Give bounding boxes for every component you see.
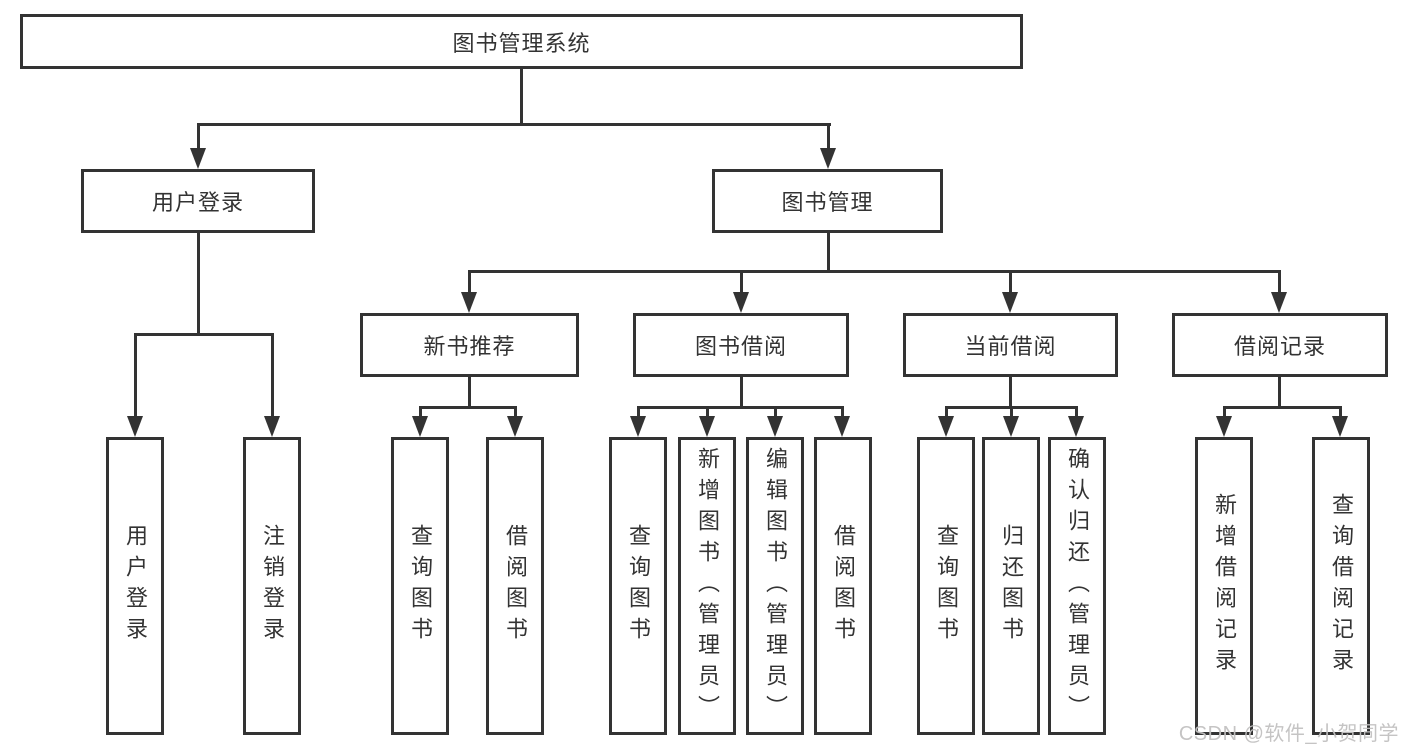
leaf-query-books-borrowing: 查询图书 [609, 437, 667, 735]
connector-line [419, 406, 517, 409]
arrowhead-down-icon [190, 148, 206, 169]
node-label: 新书推荐 [423, 334, 516, 359]
leaf-add-borrow-record: 新增借阅记录 [1195, 437, 1253, 735]
leaf-label: 编辑图书（管理员） [763, 447, 788, 726]
node-library-management-system: 图书管理系统 [20, 14, 1023, 69]
node-user-login: 用户登录 [81, 169, 315, 233]
connector-line [468, 270, 1280, 273]
connector-line [841, 406, 844, 418]
node-label: 图书管理系统 [452, 30, 591, 56]
csdn-watermark: CSDN @软件_小贺同学 [1178, 723, 1399, 745]
connector-line [740, 270, 743, 294]
leaf-logout: 注销登录 [243, 437, 301, 735]
leaf-query-books-current: 查询图书 [917, 437, 975, 735]
arrowhead-down-icon [630, 416, 646, 437]
arrowhead-down-icon [820, 148, 836, 169]
leaf-confirm-return-admin: 确认归还（管理员） [1048, 437, 1106, 735]
arrowhead-down-icon [264, 416, 280, 437]
arrowhead-down-icon [461, 292, 477, 313]
arrowhead-down-icon [1332, 416, 1348, 437]
node-book-borrowing: 图书借阅 [633, 313, 849, 377]
connector-line [827, 233, 830, 273]
connector-line [706, 406, 709, 418]
connector-line [197, 123, 831, 126]
connector-line [637, 406, 640, 418]
connector-line [468, 377, 471, 408]
connector-line [1223, 406, 1341, 409]
arrowhead-down-icon [733, 292, 749, 313]
connector-line [1009, 377, 1012, 408]
connector-line [945, 406, 948, 418]
arrowhead-down-icon [767, 416, 783, 437]
arrowhead-down-icon [127, 416, 143, 437]
node-book-management: 图书管理 [712, 169, 943, 233]
leaf-label: 新增借阅记录 [1212, 493, 1237, 679]
leaf-user-login: 用户登录 [106, 437, 164, 735]
leaf-label: 新增图书（管理员） [695, 447, 720, 726]
node-borrowing-records: 借阅记录 [1172, 313, 1388, 377]
connector-line [1009, 270, 1012, 294]
leaf-borrow-books-borrowing: 借阅图书 [814, 437, 872, 735]
arrowhead-down-icon [1271, 292, 1287, 313]
arrowhead-down-icon [507, 416, 523, 437]
connector-line [514, 406, 517, 418]
connector-line [197, 123, 200, 151]
leaf-label: 归还图书 [999, 524, 1024, 648]
leaf-add-books-admin: 新增图书（管理员） [678, 437, 736, 735]
connector-line [468, 270, 471, 294]
arrowhead-down-icon [1216, 416, 1232, 437]
arrowhead-down-icon [699, 416, 715, 437]
leaf-label: 用户登录 [123, 524, 148, 648]
leaf-label: 借阅图书 [503, 524, 528, 648]
arrowhead-down-icon [1003, 416, 1019, 437]
connector-line [134, 333, 273, 336]
connector-line [1223, 406, 1226, 418]
leaf-borrow-books-recommend: 借阅图书 [486, 437, 544, 735]
connector-line [827, 123, 830, 151]
leaf-query-borrow-record: 查询借阅记录 [1312, 437, 1370, 735]
connector-line [1278, 270, 1281, 294]
leaf-return-books: 归还图书 [982, 437, 1040, 735]
arrowhead-down-icon [1002, 292, 1018, 313]
connector-line [1075, 406, 1078, 418]
connector-line [271, 333, 274, 418]
arrowhead-down-icon [1068, 416, 1084, 437]
leaf-label: 注销登录 [260, 524, 285, 648]
node-label: 图书管理 [781, 190, 874, 215]
connector-line [197, 233, 200, 335]
node-label: 图书借阅 [694, 334, 787, 359]
leaf-label: 确认归还（管理员） [1065, 447, 1090, 726]
arrowhead-down-icon [412, 416, 428, 437]
leaf-label: 查询图书 [934, 524, 959, 648]
connector-line [1010, 406, 1013, 418]
leaf-label: 查询借阅记录 [1329, 493, 1354, 679]
leaf-label: 查询图书 [626, 524, 651, 648]
node-label: 借阅记录 [1233, 334, 1326, 359]
connector-line [1278, 377, 1281, 408]
leaf-edit-books-admin: 编辑图书（管理员） [746, 437, 804, 735]
leaf-label: 借阅图书 [831, 524, 856, 648]
connector-line [520, 69, 523, 125]
connector-line [419, 406, 422, 418]
node-label: 用户登录 [151, 190, 244, 215]
connector-line [774, 406, 777, 418]
node-label: 当前借阅 [964, 334, 1057, 359]
arrowhead-down-icon [938, 416, 954, 437]
node-new-book-recommend: 新书推荐 [360, 313, 579, 377]
connector-line [134, 333, 137, 418]
connector-line [740, 377, 743, 408]
leaf-label: 查询图书 [408, 524, 433, 648]
node-current-borrowing: 当前借阅 [903, 313, 1118, 377]
connector-line [1339, 406, 1342, 418]
connector-line [637, 406, 844, 409]
leaf-query-books-recommend: 查询图书 [391, 437, 449, 735]
arrowhead-down-icon [834, 416, 850, 437]
